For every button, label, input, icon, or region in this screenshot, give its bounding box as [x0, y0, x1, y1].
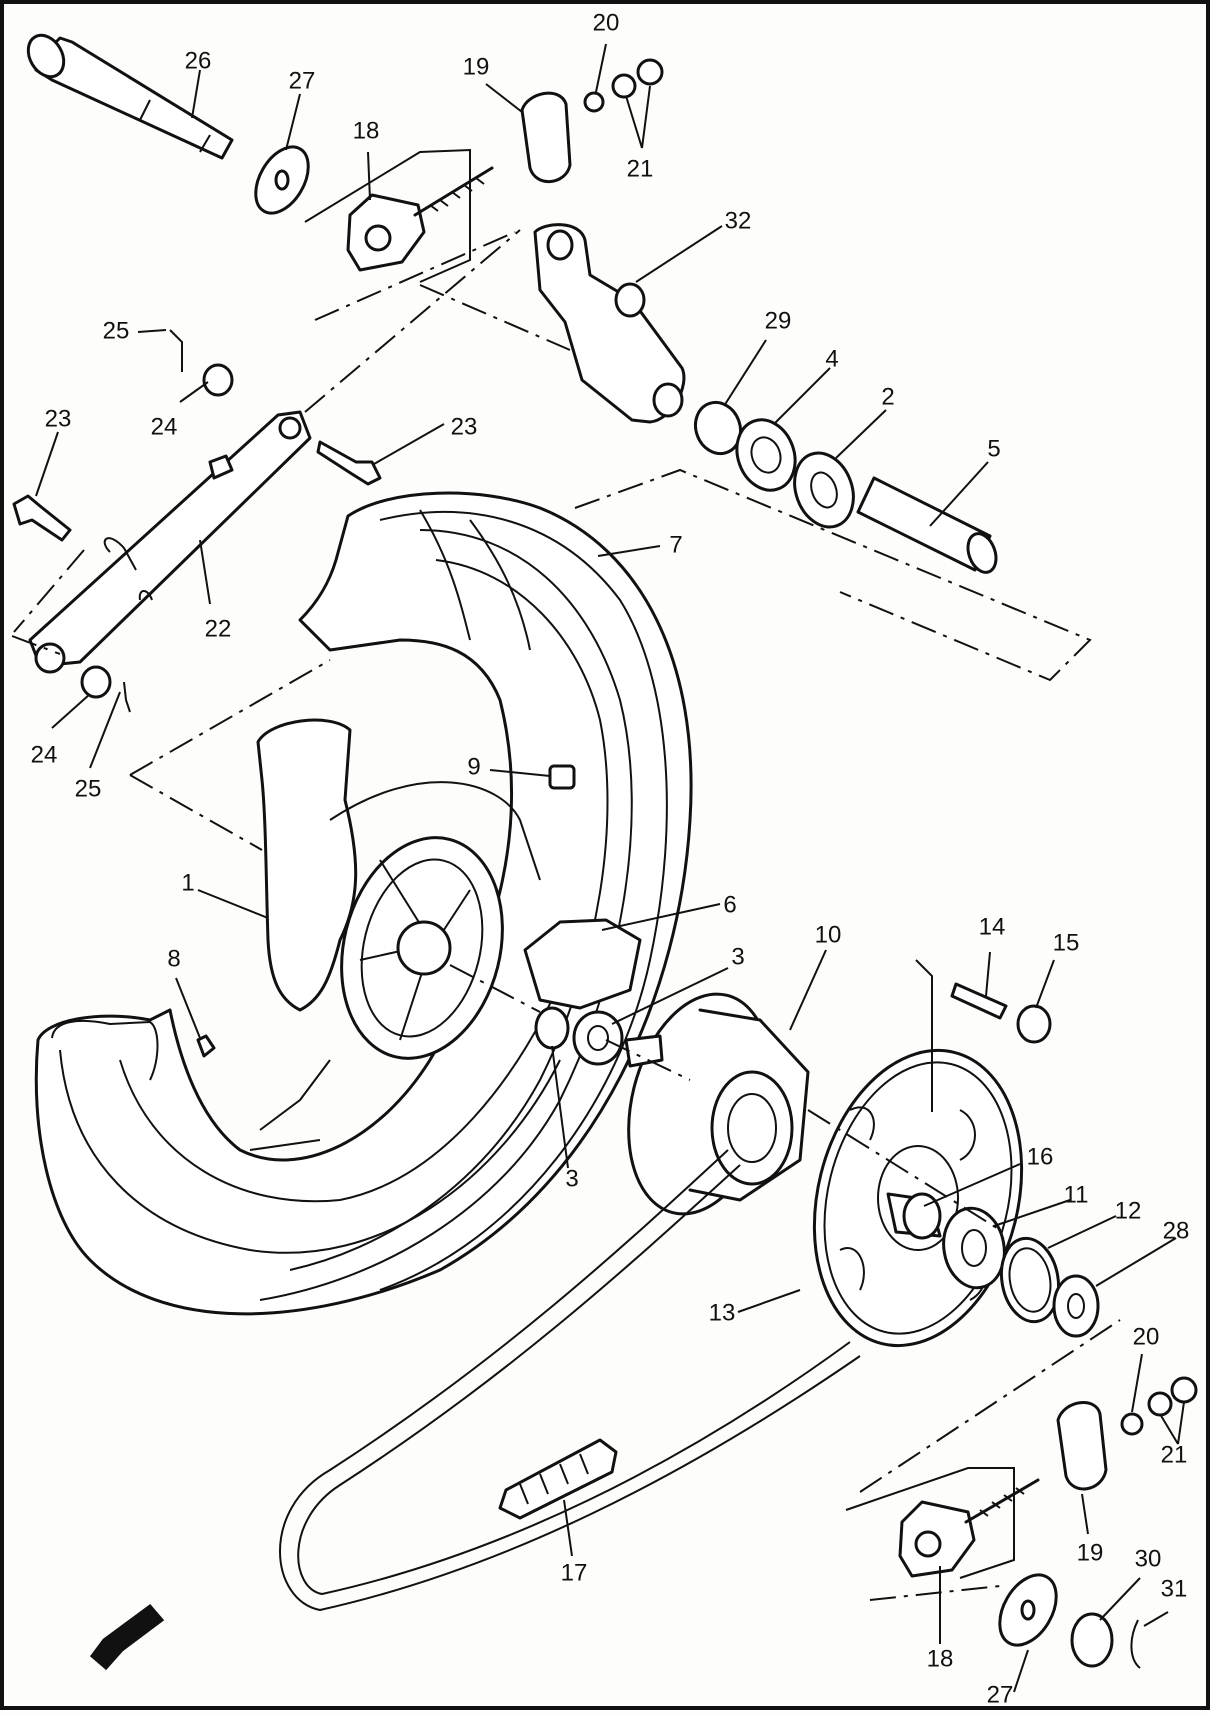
- callout-31: 31: [1161, 1575, 1188, 1602]
- callout-25: 25: [103, 317, 130, 344]
- callout-24-upper: 24: [151, 413, 178, 440]
- pin-lower-part: [123, 681, 131, 713]
- plate-bottom-part: [1056, 1401, 1108, 1491]
- bolt-bottom-b-part: [1170, 1376, 1198, 1404]
- nut-upper-part: [202, 363, 234, 397]
- callout-9: 9: [467, 753, 480, 780]
- callout-20: 20: [593, 9, 620, 36]
- callout-21-lower: 21: [1161, 1441, 1188, 1468]
- chain-adjuster-top-part: [346, 166, 494, 272]
- callout-25-lower: 25: [75, 775, 102, 802]
- callout-17: 17: [561, 1559, 588, 1586]
- washer-top-hole: [274, 169, 290, 191]
- plate-top-part: [520, 91, 572, 184]
- circlip-part: [999, 1236, 1061, 1324]
- callout-3-upper: 3: [731, 943, 744, 970]
- valve-part: [196, 1034, 216, 1058]
- callout-3-lower: 3: [565, 1165, 578, 1192]
- callout-4: 4: [825, 345, 838, 372]
- callout-12: 12: [1115, 1197, 1142, 1224]
- pin-upper-part: [169, 329, 183, 372]
- oil-seal-part: [735, 418, 797, 492]
- nut-lower-part: [80, 665, 112, 699]
- seal-b-part: [572, 1010, 624, 1066]
- callout-labels: 20 26 27 19 18 21 32 25 29 4 2 23 24 23 …: [31, 9, 1190, 1708]
- callout-13: 13: [709, 1299, 736, 1326]
- callout-21: 21: [627, 155, 654, 182]
- callout-20-lower: 20: [1133, 1323, 1160, 1350]
- axle-part: [26, 33, 234, 160]
- callout-18: 18: [353, 117, 380, 144]
- callout-14: 14: [979, 913, 1006, 940]
- bracket-hole-b: [614, 282, 646, 318]
- bearing-part: [793, 451, 855, 529]
- callout-11: 11: [1064, 1181, 1089, 1208]
- spacer-part: [856, 476, 998, 574]
- callout-22: 22: [205, 615, 232, 642]
- callout-29: 29: [765, 307, 792, 334]
- adjuster-bracket-line: [304, 148, 471, 283]
- torque-rod-part: [28, 410, 312, 674]
- axle-nut-part: [1070, 1612, 1114, 1668]
- callout-1: 1: [181, 869, 194, 896]
- callout-6: 6: [723, 891, 736, 918]
- axis-line-lower: [605, 1039, 1001, 1231]
- collar-end-part: [1052, 1274, 1100, 1338]
- callout-23-right: 23: [451, 413, 478, 440]
- chain-part: [279, 1149, 861, 1612]
- bolt-left-part: [12, 494, 72, 542]
- collar-part: [693, 400, 743, 456]
- axis-line-top: [304, 229, 571, 413]
- stud-part: [950, 982, 1008, 1020]
- cotter-pin-part: [1130, 1619, 1141, 1669]
- nut-top-part: [583, 91, 605, 113]
- sprocket-hub-part: [624, 992, 810, 1216]
- axis-line-mid: [574, 468, 1092, 682]
- axis-line-bottom: [859, 1319, 1121, 1601]
- bolt-right-part: [316, 440, 382, 486]
- callout-19-lower: 19: [1077, 1539, 1104, 1566]
- adjuster-bottom-bracket-line: [845, 1467, 1015, 1579]
- seal-a-part: [534, 1006, 570, 1050]
- callout-16: 16: [1027, 1143, 1054, 1170]
- callout-32: 32: [725, 207, 752, 234]
- bracket-hole-c: [652, 382, 684, 418]
- bolt-top-b-part: [636, 58, 664, 86]
- callout-28: 28: [1163, 1217, 1190, 1244]
- callout-23-left: 23: [45, 405, 72, 432]
- leader-lines: [35, 43, 1185, 1693]
- callout-10: 10: [815, 921, 842, 948]
- callout-24-lower: 24: [31, 741, 58, 768]
- bolt-bottom-a-part: [1147, 1391, 1173, 1417]
- callout-2: 2: [881, 383, 894, 410]
- bracket-part: [533, 223, 686, 424]
- axis-line-hub: [129, 659, 331, 851]
- bracket-hole-a: [546, 229, 574, 261]
- axis-line-rod: [11, 549, 85, 655]
- callout-27-lower: 27: [987, 1681, 1014, 1708]
- callout-26: 26: [185, 47, 212, 74]
- tire-part: [34, 491, 693, 1316]
- sprocket-nut-part: [1016, 1004, 1052, 1044]
- callout-27: 27: [289, 67, 316, 94]
- nut-bottom-part: [1120, 1412, 1144, 1436]
- callout-19: 19: [463, 53, 490, 80]
- callout-5: 5: [987, 435, 1000, 462]
- callout-8: 8: [167, 945, 180, 972]
- stud-leader: [915, 959, 933, 1112]
- bolt-top-a-part: [611, 73, 637, 99]
- wheel-hub-part: [249, 718, 541, 1151]
- axis-line-seal: [449, 964, 541, 1013]
- front-arrow-icon: [89, 1603, 165, 1671]
- callout-18-lower: 18: [927, 1645, 954, 1672]
- callout-7: 7: [669, 531, 682, 558]
- damper-part: [523, 918, 642, 1010]
- balance-weight-part: [548, 764, 576, 790]
- callout-30: 30: [1135, 1545, 1162, 1572]
- callout-15: 15: [1053, 929, 1080, 956]
- chain-adjuster-bottom-part: [898, 1478, 1040, 1578]
